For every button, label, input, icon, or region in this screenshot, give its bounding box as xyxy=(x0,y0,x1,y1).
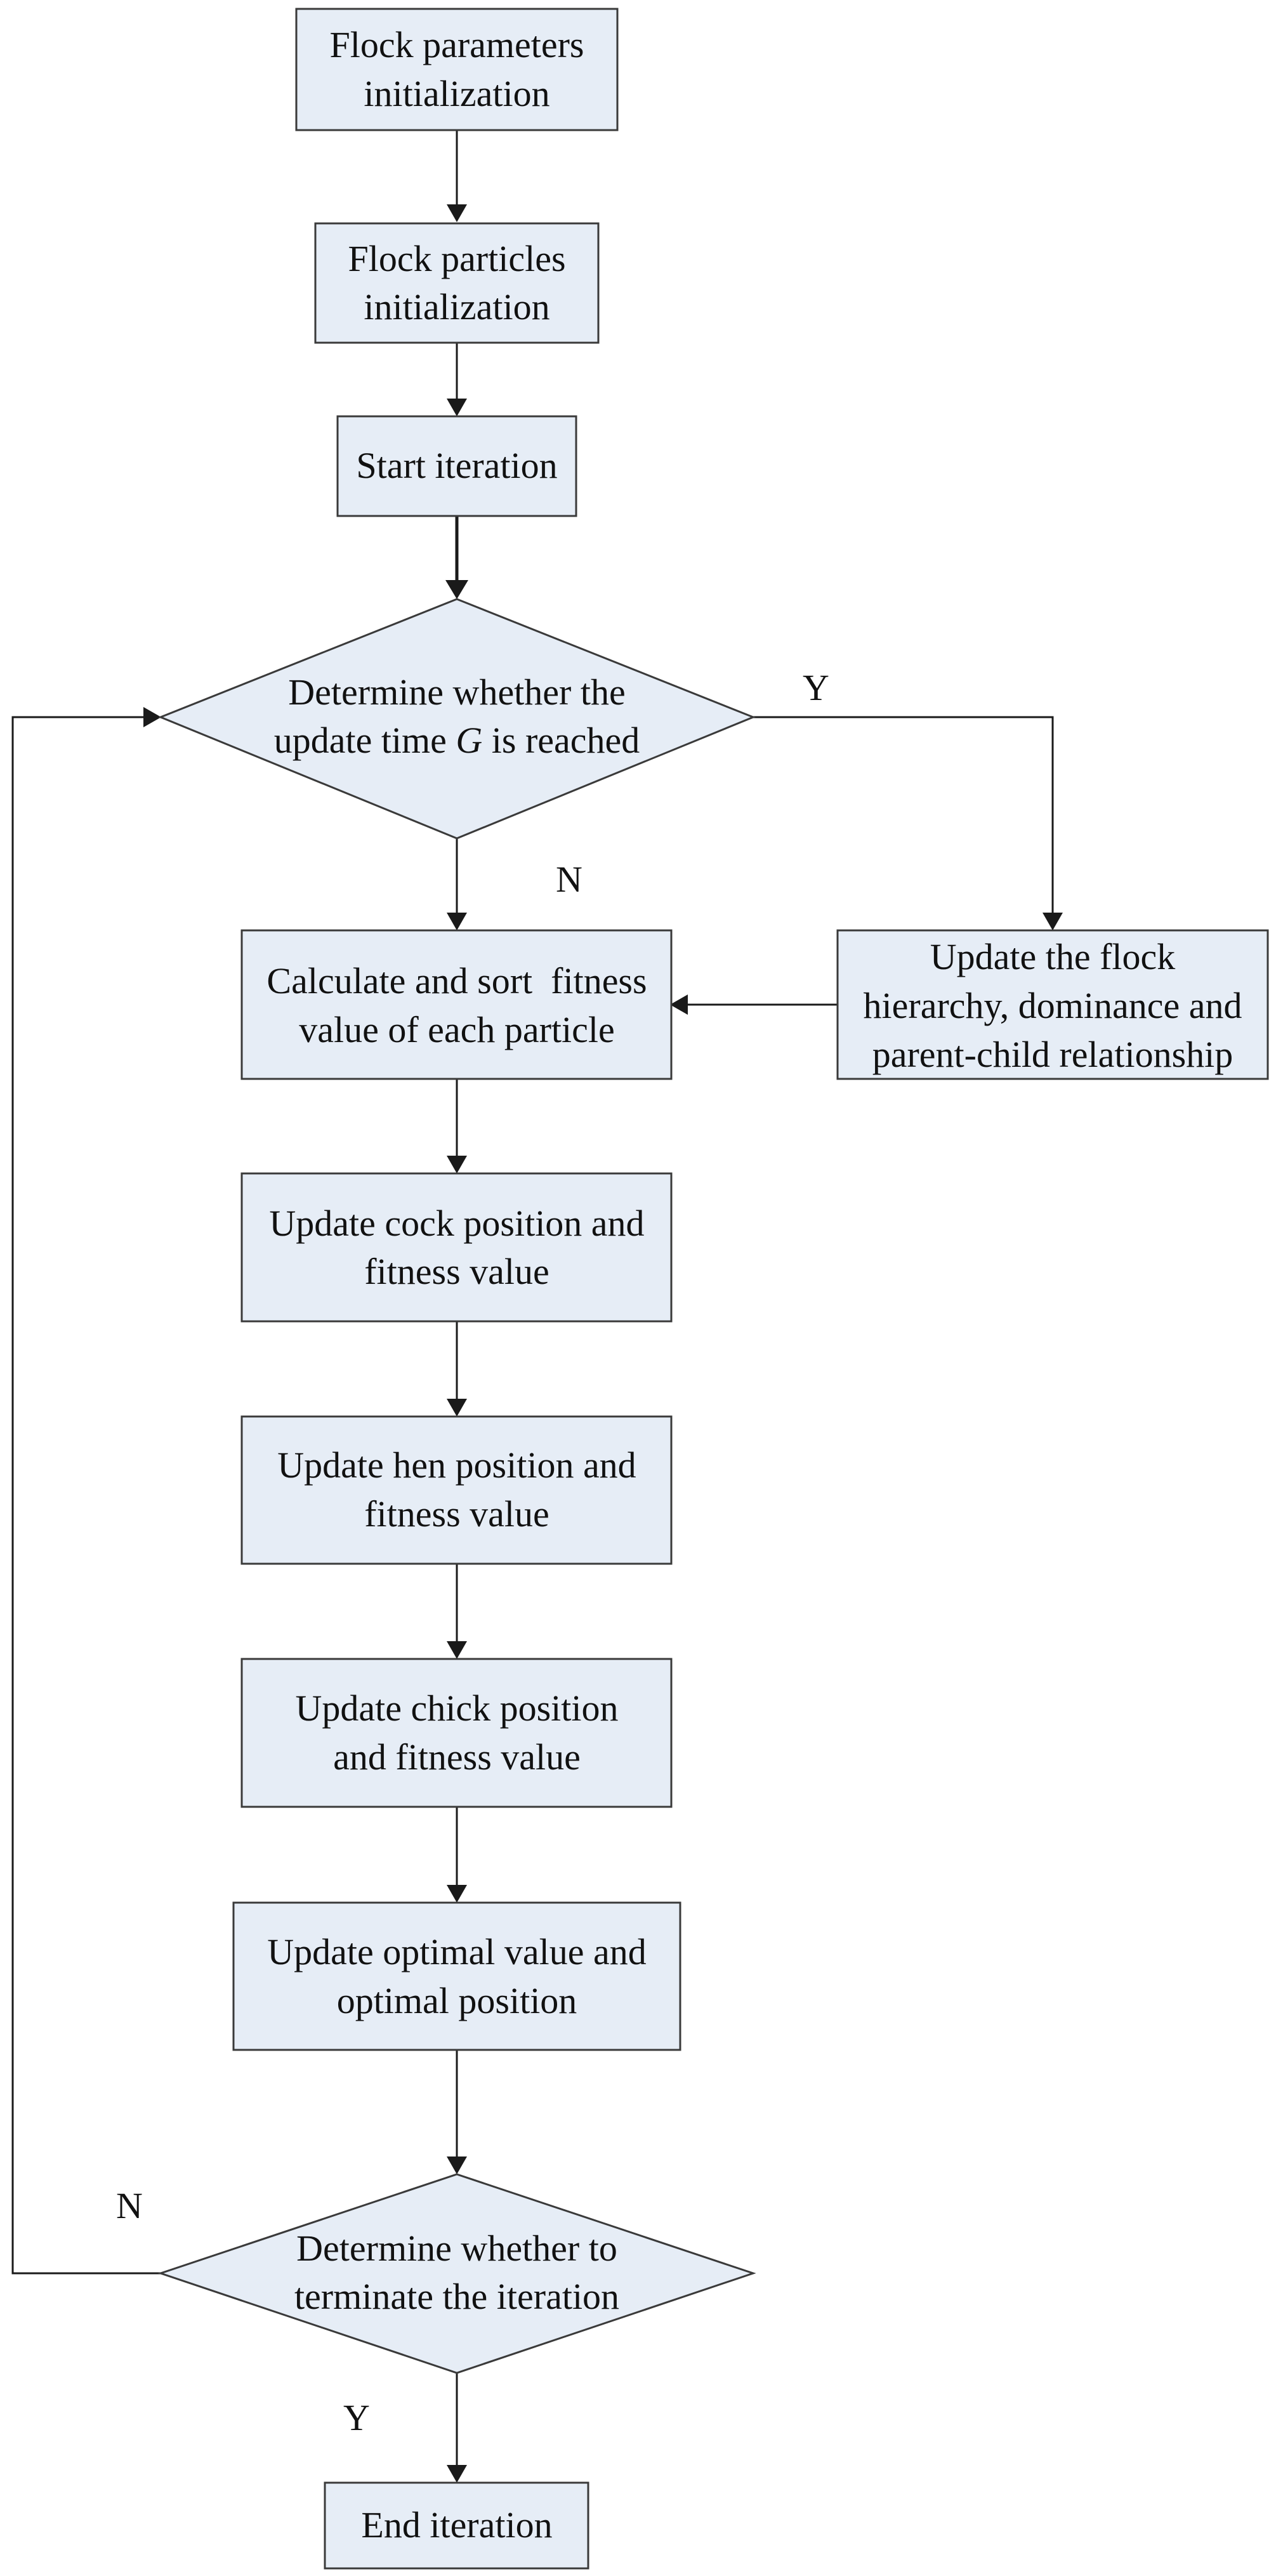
node-calc-sort-fitness: Calculate and sort fitness value of each… xyxy=(240,929,673,1080)
node-flock-particles-init-line2: initialization xyxy=(364,286,549,327)
branch-label-update-time-no: N xyxy=(556,859,582,900)
branch-label-update-time-yes: Y xyxy=(803,667,829,708)
node-flock-particles-init: Flock particles initialization xyxy=(314,222,600,344)
node-calc-sort-fitness-line1: Calculate and sort fitness xyxy=(266,960,647,1001)
node-update-hen-line1: Update hen position and xyxy=(277,1444,636,1486)
node-update-hen-line2: fitness value xyxy=(364,1493,549,1535)
decision-update-time: Determine whether the update time G is r… xyxy=(157,598,756,840)
node-flock-params-init-line1: Flock parameters xyxy=(329,24,584,65)
node-update-hen: Update hen position and fitness value xyxy=(240,1415,673,1565)
node-end-iteration: End iteration xyxy=(324,2481,589,2570)
decision-terminate: Determine whether to terminate the itera… xyxy=(157,2173,756,2374)
node-update-chick-line2: and fitness value xyxy=(333,1736,581,1778)
node-flock-particles-init-line1: Flock particles xyxy=(348,238,565,279)
node-update-optimal: Update optimal value and optimal positio… xyxy=(232,1901,681,2051)
node-update-hierarchy-line3: parent-child relationship xyxy=(872,1034,1233,1075)
node-update-hierarchy-line2: hierarchy, dominance and xyxy=(864,985,1242,1026)
decision-terminate-line1: Determine whether to xyxy=(296,2228,617,2269)
node-update-chick-line1: Update chick position xyxy=(295,1688,618,1729)
node-end-iteration-line1: End iteration xyxy=(361,2504,552,2546)
node-flock-params-init: Flock parameters initialization xyxy=(295,8,619,131)
node-update-optimal-line1: Update optimal value and xyxy=(267,1931,647,1972)
decision-update-time-line1: Determine whether the xyxy=(288,671,625,713)
branch-label-terminate-yes: Y xyxy=(343,2397,370,2438)
arrow-decision-yes-to-hierarchy xyxy=(753,716,1054,928)
node-start-iteration-line1: Start iteration xyxy=(356,445,557,486)
node-flock-params-init-line2: initialization xyxy=(364,73,549,114)
node-update-hierarchy-line1: Update the flock xyxy=(930,936,1176,977)
connectors xyxy=(11,130,1063,2483)
branch-label-terminate-no: N xyxy=(116,2185,143,2226)
node-update-chick: Update chick position and fitness value xyxy=(240,1658,673,1808)
node-update-cock-line2: fitness value xyxy=(364,1251,549,1292)
node-update-cock-line1: Update cock position and xyxy=(269,1203,644,1244)
node-update-cock: Update cock position and fitness value xyxy=(240,1172,673,1323)
node-calc-sort-fitness-line2: value of each particle xyxy=(299,1009,615,1050)
node-update-hierarchy: Update the flock hierarchy, dominance an… xyxy=(836,929,1269,1080)
decision-update-time-line2: update time G is reached xyxy=(274,720,640,761)
node-update-optimal-line2: optimal position xyxy=(337,1980,577,2021)
node-start-iteration: Start iteration xyxy=(336,415,577,517)
arrow-terminate-no-loopback xyxy=(11,716,161,2275)
decision-terminate-line2: terminate the iteration xyxy=(294,2276,619,2317)
